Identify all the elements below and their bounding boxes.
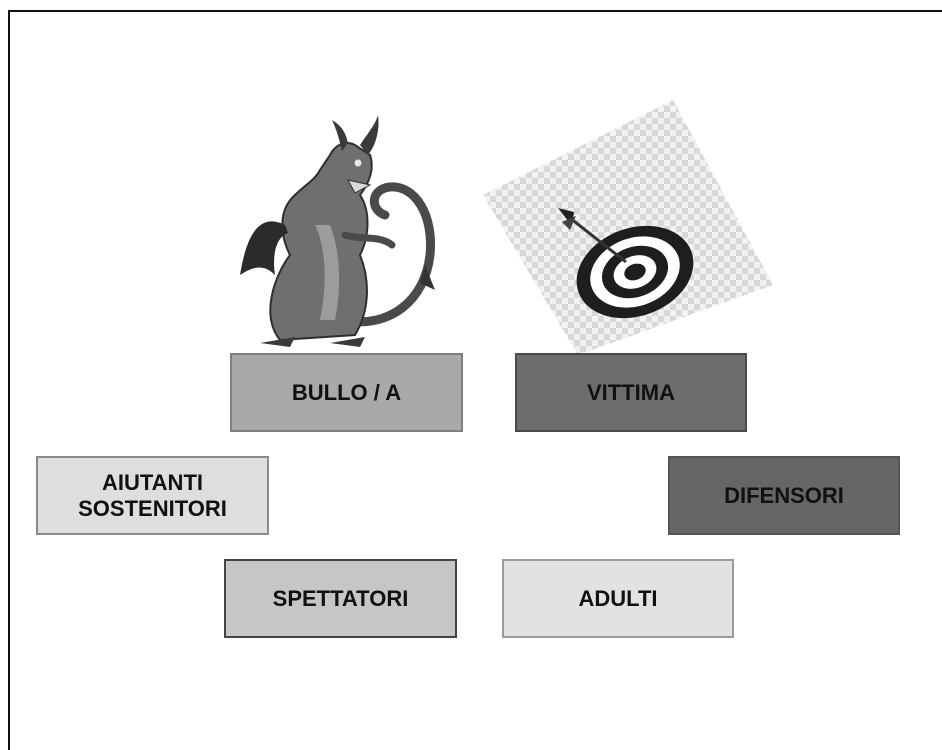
role-box-adulti: ADULTI — [502, 559, 734, 638]
role-label-sostenitori: SOSTENITORI — [78, 495, 227, 521]
dartboard-with-arrow-icon — [483, 100, 773, 355]
role-label-aiutanti-sostenitori: AIUTANTI SOSTENITORI — [78, 470, 227, 522]
role-box-difensori: DIFENSORI — [668, 456, 900, 535]
role-label-bullo: BULLO / A — [291, 379, 402, 405]
dragon-illustration — [240, 115, 436, 347]
slide-frame — [8, 10, 942, 750]
role-box-aiutanti-sostenitori: AIUTANTI SOSTENITORI — [36, 456, 269, 535]
role-box-spettatori: SPETTATORI — [224, 559, 457, 638]
role-label-vittima: VITTIMA — [587, 379, 675, 405]
role-label-aiutanti: AIUTANTI — [101, 469, 203, 495]
role-box-bullo: BULLO / A — [230, 353, 463, 432]
role-box-vittima: VITTIMA — [515, 353, 747, 432]
role-label-adulti: ADULTI — [578, 585, 658, 611]
role-label-difensori: DIFENSORI — [724, 482, 844, 508]
role-label-spettatori: SPETTATORI — [272, 585, 409, 611]
